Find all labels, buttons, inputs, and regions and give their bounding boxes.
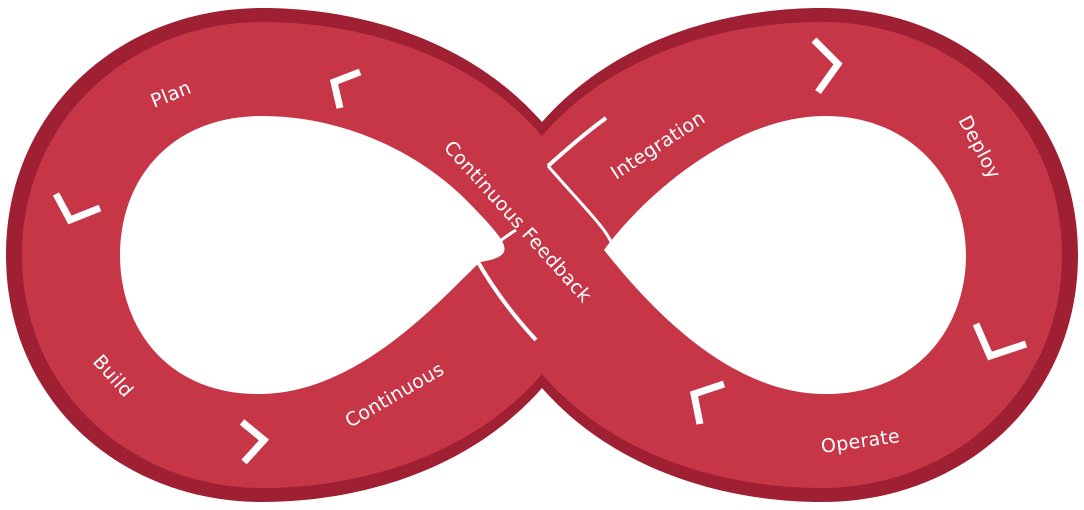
chevron-down-right-icon [972,322,1028,361]
chevron-right-icon [239,419,270,465]
crossing-edge-top [546,165,616,251]
left-loop-hole [120,116,505,395]
chevron-down-left-icon [52,192,102,225]
chevron-right-icon [811,37,843,95]
crossing-gap-upper [546,116,608,168]
chevron-up-left-icon [329,68,362,109]
right-loop-hole [604,115,966,395]
chevron-up-left-icon [689,380,726,425]
crossing-gap-lower [476,261,538,342]
crossing-edge-bottom [476,228,517,263]
